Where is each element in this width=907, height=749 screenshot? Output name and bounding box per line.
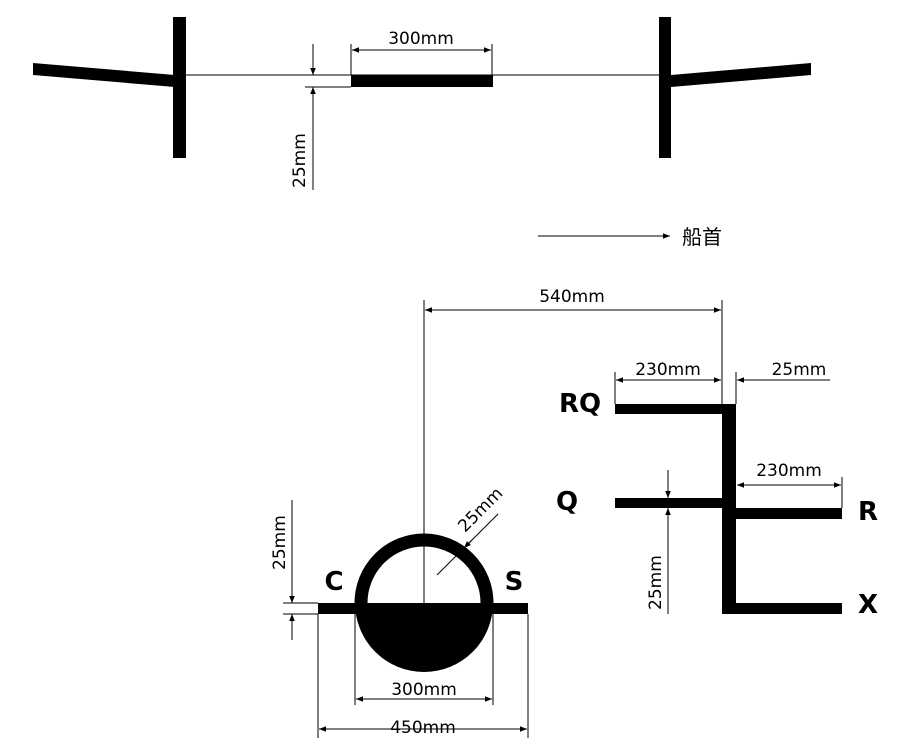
load-lines-section: RQ Q R X 230mm 25mm 230mm 25mm: [556, 360, 878, 620]
disc-horizontal-line: [318, 603, 528, 614]
letter-s: S: [505, 567, 524, 597]
bow-direction: 船首: [538, 225, 722, 249]
rq-label: RQ: [559, 389, 601, 419]
deck-line-mark: [351, 75, 493, 87]
top-width-label: 300mm: [388, 29, 454, 49]
left-flare-bar: [33, 63, 175, 87]
load-line-disc-section: 540mm C S 25mm 25mm 300mm 450mm: [270, 287, 723, 738]
r-label: R: [858, 497, 878, 527]
x-line: [736, 603, 842, 614]
right-vertical-bar: [659, 17, 671, 158]
top-thickness-label: 25mm: [290, 133, 310, 188]
disc-ring: [354, 533, 494, 604]
r-length-label: 230mm: [756, 461, 822, 481]
disc-line-thickness-label: 25mm: [270, 515, 290, 570]
disc-diameter-label: 300mm: [391, 680, 457, 700]
disc-lower-half: [355, 603, 493, 672]
stem-width-label: 25mm: [772, 360, 827, 380]
spacing-label: 25mm: [646, 555, 666, 610]
r-line: [736, 508, 842, 519]
deck-line-section: 300mm 25mm: [33, 17, 811, 190]
ring-thickness-label: 25mm: [454, 484, 507, 537]
q-label: Q: [556, 487, 578, 517]
x-label: X: [858, 590, 878, 620]
right-flare-bar: [671, 63, 811, 87]
rq-length-label: 230mm: [635, 360, 701, 380]
leader-arrow: [463, 513, 499, 549]
offset-label: 540mm: [539, 287, 605, 307]
load-line-stem: [722, 404, 736, 614]
bow-label: 船首: [682, 225, 722, 249]
rq-line: [615, 404, 736, 414]
q-line: [615, 498, 722, 508]
left-vertical-bar: [173, 17, 186, 158]
line-length-label: 450mm: [390, 718, 456, 738]
letter-c: C: [324, 567, 343, 597]
